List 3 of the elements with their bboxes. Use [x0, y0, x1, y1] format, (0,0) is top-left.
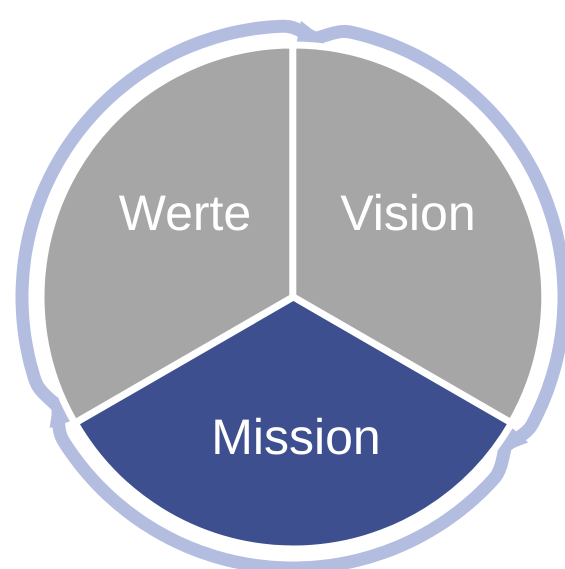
- segment-label: Werte: [118, 188, 252, 238]
- segment-label: Mission: [211, 412, 381, 462]
- segment-label: Vision: [340, 188, 476, 238]
